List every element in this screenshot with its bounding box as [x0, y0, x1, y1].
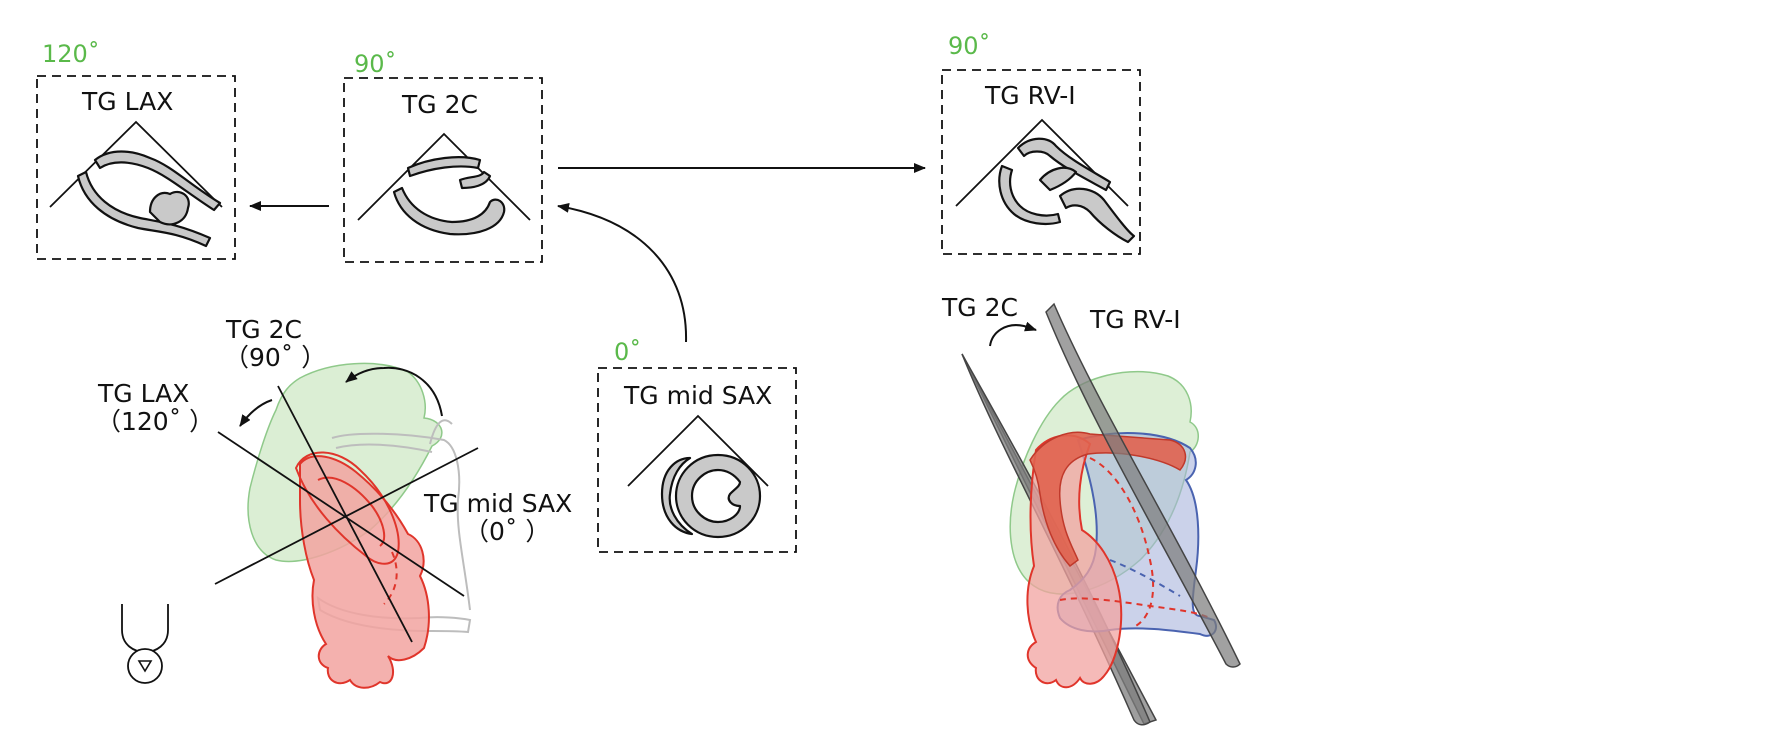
dashed-cavity-outlines	[1059, 457, 1211, 629]
rotation-arrow-right	[989, 321, 1037, 347]
angle-tg-lax: 120˚	[42, 40, 100, 68]
left-label-tg-2c: TG 2C	[225, 315, 302, 344]
echo-image-tg-rvi	[998, 137, 1136, 244]
plane-line-tg-2c	[277, 385, 413, 643]
sector-tg-2c	[357, 132, 531, 221]
angle-tg-rvi: 90˚	[948, 32, 991, 60]
left-label-tg-lax-angle: （120˚ ）	[96, 407, 214, 436]
sector-tg-rvi	[955, 118, 1129, 207]
title-tg-lax: TG LAX	[81, 87, 173, 116]
lv-wall-band	[1029, 431, 1187, 568]
rotation-arrow-top	[345, 366, 443, 417]
echo-image-tg-mid-sax	[660, 453, 762, 539]
left-heart-illustration: TG 2C （90˚ ） TG LAX （120˚ ） TG mid SAX （…	[96, 315, 572, 689]
arrow-sax-to-2c	[557, 202, 688, 343]
rotation-arrow-left	[239, 399, 273, 427]
frame-tg-lax	[36, 75, 236, 260]
frame-tg-2c	[343, 77, 543, 263]
title-tg-2c: TG 2C	[401, 90, 478, 119]
echo-image-tg-2c	[392, 156, 506, 236]
panel-tg-rvi: 90˚ TG RV-I	[941, 32, 1141, 255]
sector-tg-mid-sax	[627, 414, 769, 487]
angle-tg-2c: 90˚	[354, 50, 397, 78]
frame-tg-mid-sax	[597, 367, 797, 553]
probe-icon	[121, 604, 169, 684]
right-label-tg-rvi: TG RV-I	[1089, 305, 1181, 334]
plane-tg-rvi	[1045, 302, 1241, 668]
panel-tg-mid-sax: 0˚ TG mid SAX	[597, 338, 797, 553]
right-label-tg-2c: TG 2C	[941, 293, 1018, 322]
angle-tg-mid-sax: 0˚	[614, 338, 641, 366]
left-ventricle-shape	[299, 455, 430, 689]
panel-tg-2c: 90˚ TG 2C	[343, 50, 543, 263]
frame-tg-rvi	[941, 69, 1141, 255]
title-tg-mid-sax: TG mid SAX	[623, 381, 772, 410]
left-label-tg-mid-sax-angle: （0˚ ）	[464, 517, 550, 546]
echo-image-tg-lax	[76, 150, 222, 248]
panel-tg-lax: 120˚ TG LAX	[36, 40, 236, 260]
plane-line-tg-lax	[217, 431, 465, 597]
left-label-tg-mid-sax: TG mid SAX	[423, 489, 572, 518]
left-label-tg-2c-angle: （90˚ ）	[224, 343, 326, 372]
right-heart-illustration: TG 2C TG RV-I	[941, 293, 1241, 726]
plane-line-tg-mid-sax	[214, 447, 479, 585]
left-label-tg-lax: TG LAX	[97, 379, 189, 408]
title-tg-rvi: TG RV-I	[984, 81, 1076, 110]
